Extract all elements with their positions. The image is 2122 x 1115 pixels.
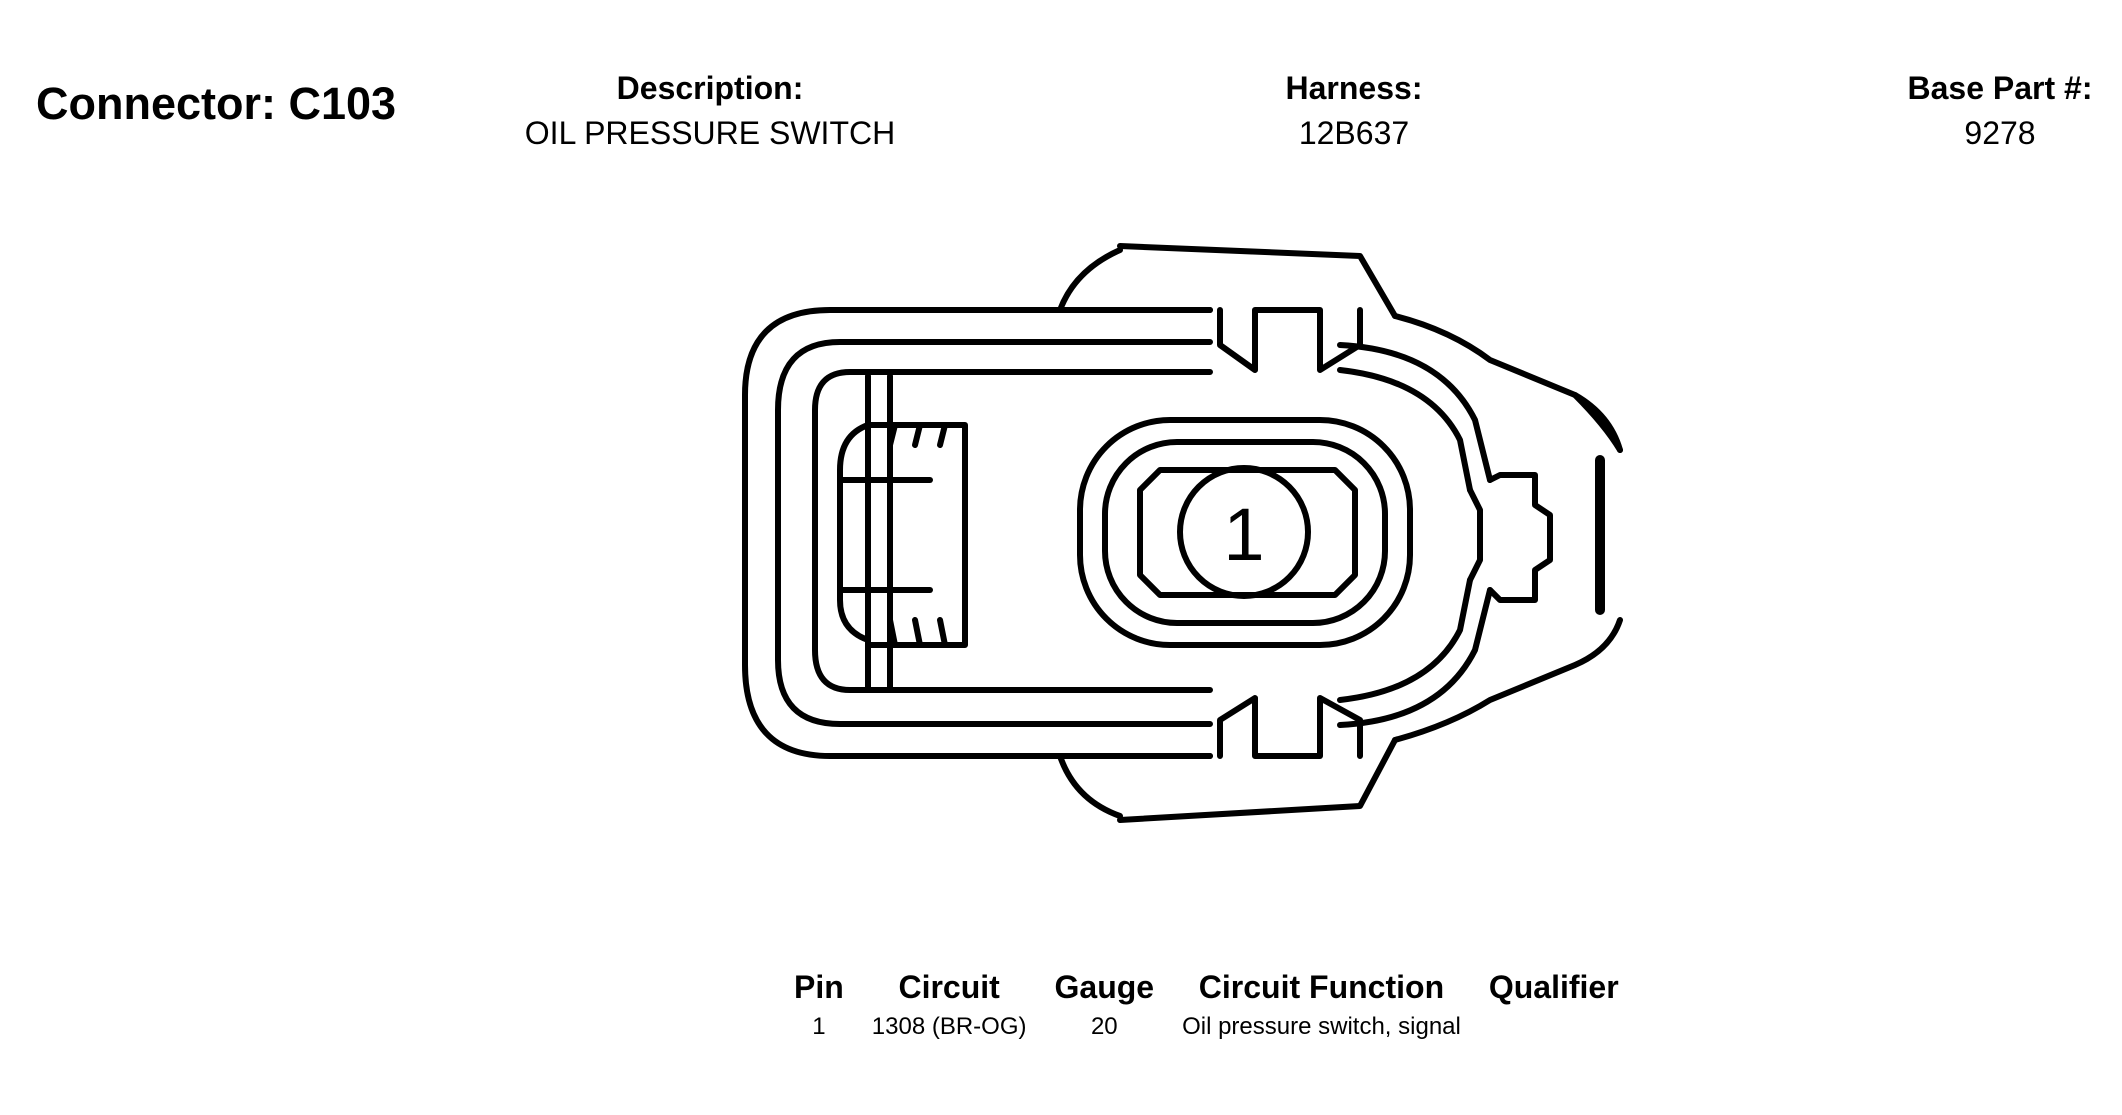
- harness-value: 12B637: [1298, 115, 1410, 151]
- pin-cell: 1: [812, 1013, 826, 1040]
- pin-table: Pin Circuit Gauge Circuit Function Quali…: [780, 964, 1633, 1044]
- right-body: [1337, 342, 1623, 728]
- description-block: Description: OIL PRESSURE SWITCH: [410, 66, 1010, 156]
- left-latch: [837, 373, 968, 691]
- base-part-label: Base Part #:: [1907, 70, 2093, 106]
- table-row: 1 1308 (BR-OG) 20 Oil pressure switch, s…: [780, 1010, 1633, 1044]
- pin-cavity: [1077, 417, 1413, 648]
- description-label: Description:: [616, 70, 804, 106]
- circuit-function-cell: Oil pressure switch, signal: [1182, 1013, 1461, 1040]
- top-key: [1217, 307, 1363, 373]
- bottom-key: [1217, 695, 1363, 759]
- pin-table-header: Pin: [794, 969, 844, 1005]
- pin-table-header: Circuit Function: [1198, 969, 1445, 1005]
- harness-label: Harness:: [1285, 70, 1423, 106]
- qualifier-cell: [1475, 1010, 1633, 1044]
- harness-block: Harness: 12B637: [1054, 66, 1654, 156]
- pin-1-marker: [1177, 465, 1311, 599]
- pin-table-header: Gauge: [1054, 969, 1155, 1005]
- pin-table-header: Circuit: [898, 969, 1000, 1005]
- circuit-cell: 1308 (BR-OG): [871, 1013, 1027, 1040]
- pin-table-header: Qualifier: [1488, 969, 1619, 1005]
- housing-outline: [742, 243, 1623, 823]
- base-part-block: Base Part #: 9278: [1700, 66, 2122, 156]
- description-value: OIL PRESSURE SWITCH: [524, 115, 896, 151]
- inner-track: [775, 339, 1213, 727]
- connector-title: Connector: C103: [36, 78, 397, 129]
- pin-table-header-row: Pin Circuit Gauge Circuit Function Quali…: [780, 964, 1633, 1010]
- pin-1-label: 1: [1223, 493, 1264, 576]
- base-part-value: 9278: [1964, 115, 2036, 151]
- gauge-cell: 20: [1090, 1013, 1118, 1040]
